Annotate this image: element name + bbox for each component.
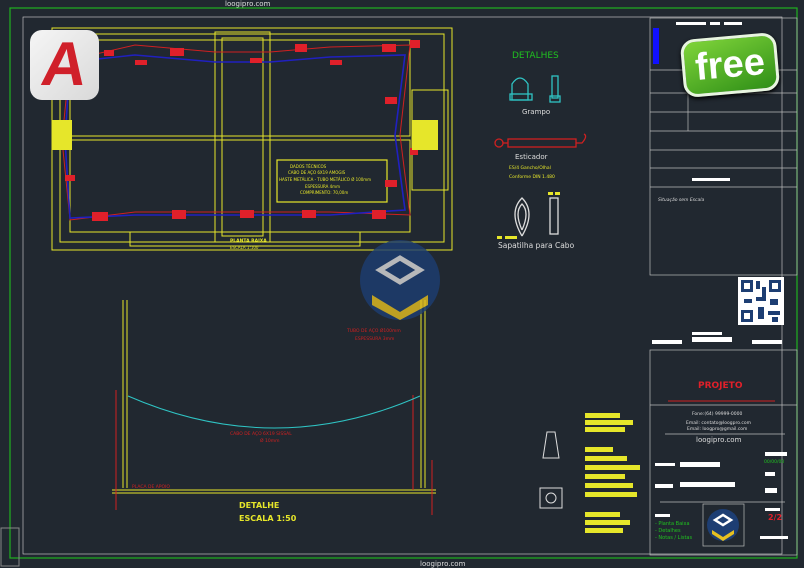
contents-2: - Notas / Listas <box>655 535 692 541</box>
floor-plan <box>51 27 453 251</box>
loogipro-logo-watermark <box>360 240 440 320</box>
tube-thickness: ESPESSURA 3mm <box>355 336 394 342</box>
situation-label: Situação sem Escala <box>658 197 704 203</box>
details-title: DETALHES <box>512 51 559 61</box>
site-label[interactable]: loogipro.com <box>696 436 742 444</box>
plan-note-1: CABO DE AÇO 6X19 AMOGIS <box>288 170 346 175</box>
grampo-label: Grampo <box>522 108 550 116</box>
watermark-bottom: loogipro.com <box>420 560 466 568</box>
contents-0: - Planta Baixa <box>655 521 690 527</box>
plan-note-4: COMPRIMENTO: 70,00m <box>300 190 348 195</box>
esticador-spec-1: ES/4 Gancho/Olhal <box>509 165 551 171</box>
sheet-number: 2/2 <box>768 513 782 522</box>
section-title: DETALHE <box>239 501 279 510</box>
date-label: 00/00/00 <box>764 459 784 465</box>
section-detail <box>112 300 436 515</box>
plan-scale: ESCALA 1:100 <box>230 245 259 250</box>
redacted-blocks <box>652 22 788 539</box>
free-badge-text: free <box>693 40 767 89</box>
plan-note-0: DADOS TÉCNICOS <box>290 164 327 169</box>
contents-1: - Detalhes <box>655 528 681 534</box>
sapatilha-label: Sapatilha para Cabo <box>498 241 575 250</box>
free-badge: free <box>679 31 781 99</box>
cable-length: Ø 10mm <box>260 437 279 444</box>
contact-phone: Fone:(64) 99999-0000 <box>692 411 743 417</box>
autocad-logo: A <box>30 30 99 100</box>
base-label: PLACA DE APOIO <box>132 484 170 490</box>
part-icons <box>539 431 563 509</box>
grampo-icon <box>509 75 561 103</box>
project-title: PROJETO <box>698 381 743 391</box>
cable-label: CABO DE AÇO 6X19 SISSAL <box>230 431 292 437</box>
plan-note-3: ESPESSURA 4mm <box>305 184 340 189</box>
qr-code-pattern <box>741 280 781 322</box>
notes-blocks <box>585 413 640 533</box>
watermark-top: loogipro.com <box>225 0 271 8</box>
esticador-icon <box>494 133 587 148</box>
plan-title: PLANTA BAIXA <box>230 238 267 244</box>
sapatilha-icon <box>514 197 559 237</box>
section-scale: ESCALA 1:50 <box>239 514 297 523</box>
esticador-label: Esticador <box>515 153 548 161</box>
ucs-icon <box>0 527 20 567</box>
contact-email-1: Email: contato@loogpro.com <box>686 420 751 426</box>
title-block-logo <box>707 509 739 541</box>
plan-note-2: HASTE METÁLICA - TUBO METÁLICO Ø 100mm <box>279 177 371 182</box>
esticador-spec-2: Conforme DIN 1.480 <box>509 174 555 180</box>
tube-label: TUBO DE AÇO Ø100mm <box>346 327 401 334</box>
sapatilha-markers <box>497 192 560 239</box>
sheet-border <box>9 7 798 559</box>
cable-layout <box>52 40 438 221</box>
title-block-highlight <box>653 28 659 64</box>
qr-code[interactable] <box>738 277 784 325</box>
autocad-logo-letter: A <box>37 30 92 99</box>
contact-email-2: Email: loogpro@gmail.com <box>687 426 747 432</box>
